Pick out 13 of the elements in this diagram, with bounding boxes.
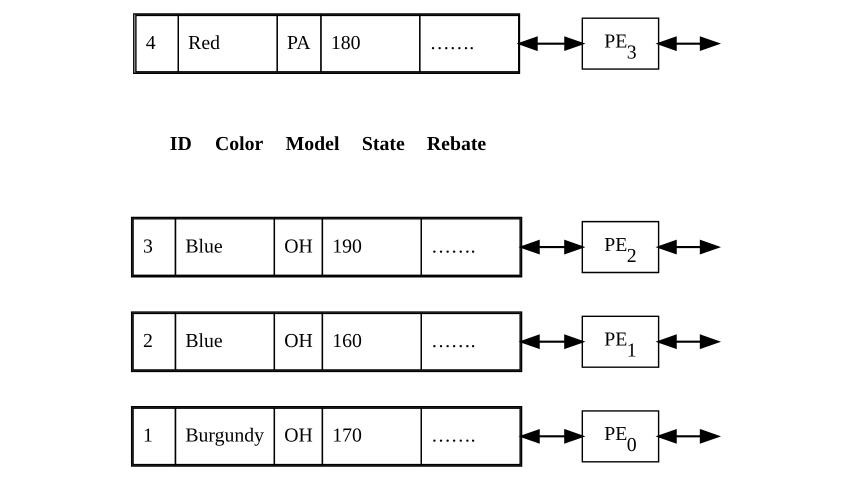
arrow <box>655 240 721 254</box>
arrow <box>518 428 585 444</box>
label: Color <box>214 132 263 155</box>
label: State <box>361 132 404 155</box>
arrow <box>655 334 721 350</box>
arrow <box>655 428 721 444</box>
label: Rebate <box>426 132 486 155</box>
arrow <box>516 36 585 52</box>
arrow <box>518 334 585 350</box>
arrow <box>655 36 721 52</box>
arrow <box>518 240 585 254</box>
label: ID <box>169 132 192 155</box>
label: Model <box>285 132 339 155</box>
